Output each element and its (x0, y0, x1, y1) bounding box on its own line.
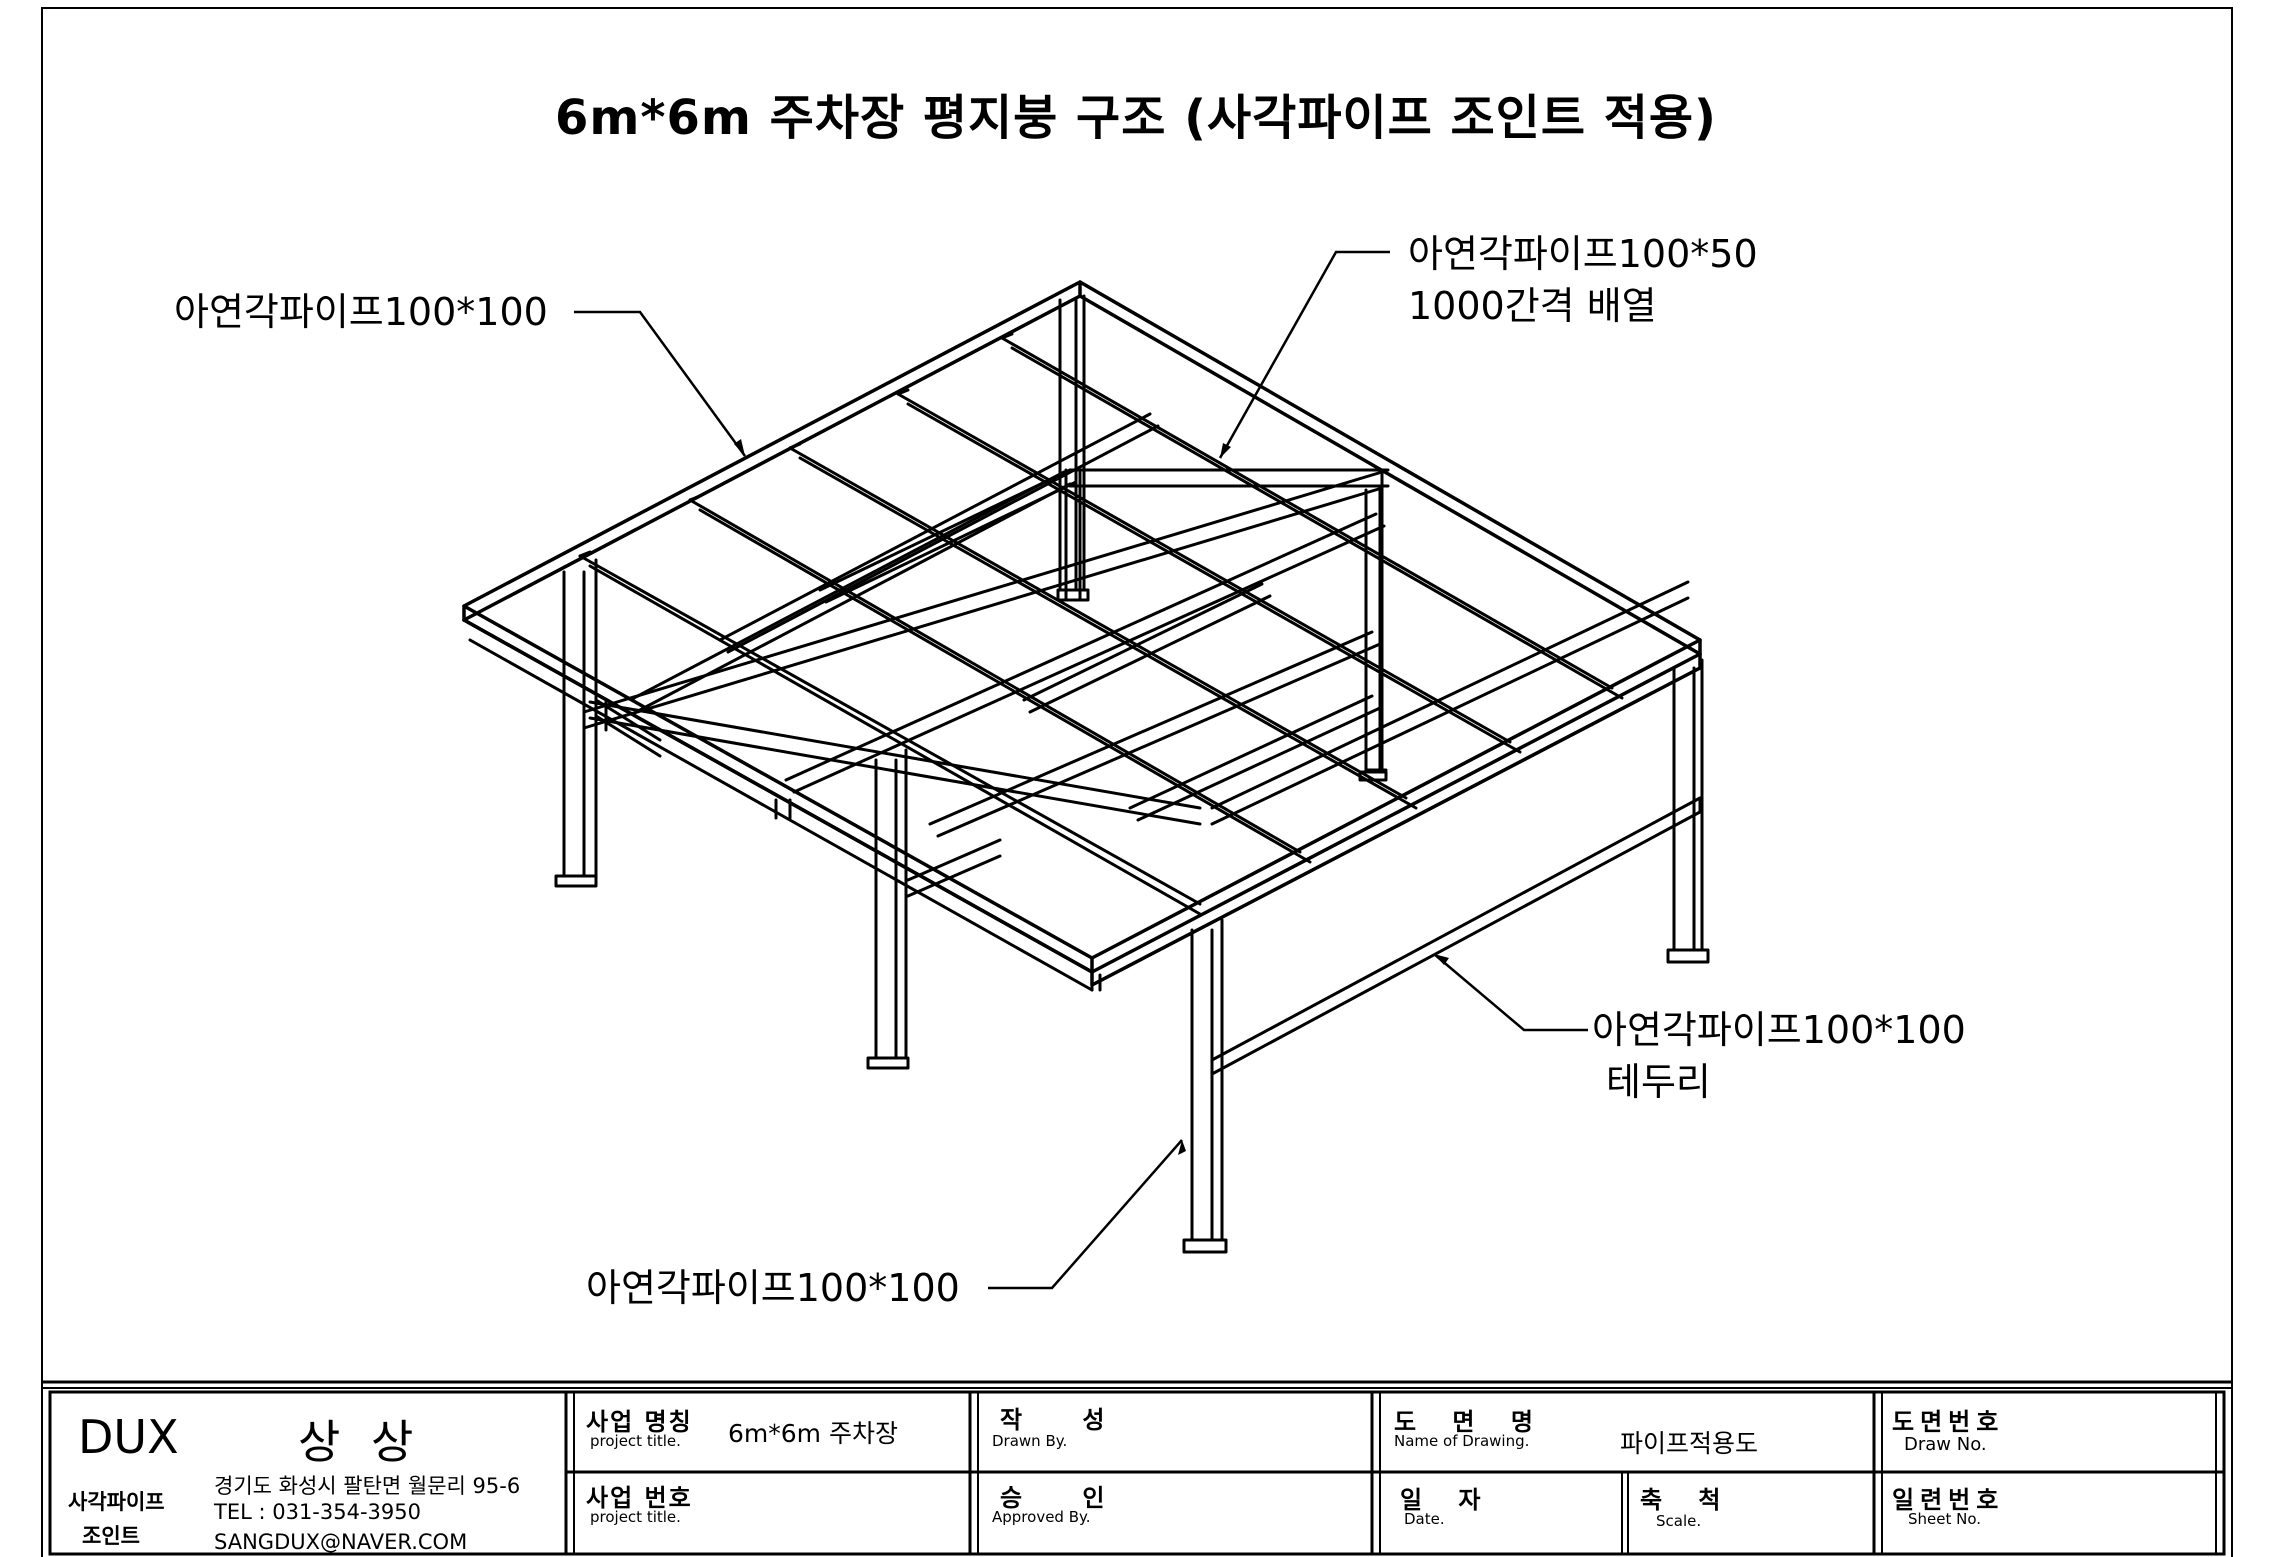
column-braces (594, 698, 1002, 898)
project-name-sub: project title. (590, 1432, 681, 1450)
leader-top-left (574, 310, 747, 457)
drawn-label: 작 성 (1000, 1406, 1131, 1434)
sheet-no-label: 일련번호 (1892, 1486, 2005, 1514)
callout-right-line1: 아연각파이프100*100 (1592, 1008, 1966, 1052)
lower-purlins (632, 412, 1386, 838)
parking-structure-drawing (462, 280, 1710, 1254)
drawing-name-label: 도 면 명 (1394, 1408, 1547, 1436)
company-email: SANGDUX@NAVER.COM (214, 1530, 468, 1554)
leader-bottom (988, 1139, 1183, 1290)
callout-top-right-line2: 1000간격 배열 (1408, 284, 1657, 328)
project-no-sub: project title. (590, 1508, 681, 1526)
callout-top-right: 아연각파이프100*50 1000간격 배열 (1408, 228, 1758, 332)
callout-bottom: 아연각파이프100*100 (586, 1266, 960, 1310)
project-no-label: 사업 번호 (586, 1484, 693, 1512)
callout-top-right-line1: 아연각파이프100*50 (1408, 232, 1758, 276)
approved-sub: Approved By. (992, 1508, 1091, 1526)
drawing-title: 6m*6m 주차장 평지붕 구조 (사각파이프 조인트 적용) (555, 90, 1717, 146)
drawing-name-sub: Name of Drawing. (1394, 1432, 1530, 1450)
drawing-name-value: 파이프적용도 (1620, 1429, 1759, 1458)
callout-top-left: 아연각파이프100*100 (174, 290, 548, 334)
drawing-no-label: 도면번호 (1892, 1408, 2005, 1436)
roof-rafters (578, 332, 1624, 916)
project-name-value: 6m*6m 주차장 (728, 1419, 898, 1448)
company-tel: TEL : 031-354-3950 (214, 1500, 421, 1524)
company-address: 경기도 화성시 팔탄면 월문리 95-6 (214, 1474, 521, 1498)
callout-right: 아연각파이프100*100 테두리 (1592, 1004, 1966, 1108)
leader-top-right (1218, 250, 1390, 459)
callout-right-line2: 테두리 (1606, 1060, 1711, 1104)
company-product-line2: 조인트 (82, 1524, 140, 1548)
sheet-border (41, 7, 2233, 1557)
company-product-line1: 사각파이프 (68, 1490, 165, 1514)
title-block-grid (42, 1380, 2232, 1556)
leader-right (1433, 953, 1588, 1032)
scale-sub: Scale. (1656, 1512, 1702, 1530)
left-edge-beam (462, 618, 1094, 992)
approved-label: 승 인 (1000, 1484, 1131, 1512)
date-sub: Date. (1404, 1510, 1445, 1528)
leader-lines (574, 250, 1588, 1290)
scale-label: 축 척 (1640, 1486, 1735, 1514)
leader-arrowheads (734, 439, 1449, 1155)
columns (554, 294, 1710, 1254)
project-name-label: 사업 명칭 (586, 1408, 693, 1436)
company-logo: DUX (78, 1410, 179, 1464)
drawn-sub: Drawn By. (992, 1432, 1068, 1450)
sheet-no-sub: Sheet No. (1908, 1510, 1982, 1528)
drawing-no-sub: Draw No. (1904, 1434, 1987, 1455)
company-name: 상 상 (298, 1415, 422, 1469)
date-label: 일 자 (1400, 1486, 1495, 1514)
